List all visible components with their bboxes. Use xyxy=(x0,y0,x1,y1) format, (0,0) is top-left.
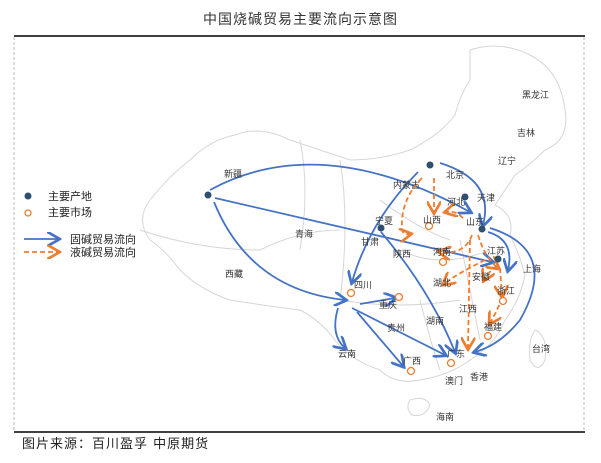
province-label: 江苏 xyxy=(487,245,505,257)
legend: 主要产地 主要市场 固碱贸易流向 液碱贸易流向 xyxy=(24,189,136,259)
liquid-flows xyxy=(402,177,506,348)
province-label: 贵州 xyxy=(387,322,405,334)
flow-sichuan-chongqing xyxy=(359,298,395,304)
market-henan xyxy=(438,257,448,267)
china-outline xyxy=(139,45,567,416)
legend-liquid: 液碱贸易流向 xyxy=(70,245,136,259)
market-zhejiang xyxy=(498,296,508,306)
flow-shandong-hubei xyxy=(444,259,486,284)
province-label: 广东 xyxy=(447,348,465,360)
site-shandong xyxy=(478,225,486,233)
site-xinjiang xyxy=(204,191,212,199)
province-label: 辽宁 xyxy=(498,155,516,167)
province-label: 上海 xyxy=(523,263,541,275)
site-neimenggu xyxy=(426,161,434,169)
province-label: 内蒙古 xyxy=(393,179,420,191)
solid-flows xyxy=(209,162,536,366)
flow-jiangsu-zhejiang xyxy=(500,267,502,296)
province-label: 北京 xyxy=(446,169,464,181)
province-label: 河北 xyxy=(447,196,465,208)
province-label: 香港 xyxy=(470,371,488,383)
figure-title: 中国烧碱贸易主要流向示意图 xyxy=(203,12,398,28)
source-note: 图片来源：百川盈孚 中原期货 xyxy=(22,437,210,452)
flow-hebei-shanxi xyxy=(446,212,464,219)
province-label: 青海 xyxy=(295,228,313,240)
production-sites xyxy=(204,161,502,263)
market-fujian xyxy=(483,331,493,341)
market-guangdong xyxy=(446,358,456,368)
province-label: 山东 xyxy=(466,216,484,228)
flow-shandong-guangdong xyxy=(475,227,536,352)
province-label: 黑龙江 xyxy=(522,89,549,101)
flow-neimenggu-sichuan xyxy=(352,171,419,282)
flow-zhejiang-fujian xyxy=(490,289,506,323)
province-label: 浙江 xyxy=(497,285,515,297)
flow-beijing-shandong xyxy=(439,162,485,225)
province-label: 重庆 xyxy=(379,299,397,311)
market-shanxi xyxy=(424,221,434,231)
province-label: 宁夏 xyxy=(375,215,393,227)
flow-sichuan-yunnan xyxy=(335,307,345,348)
market-sichuan xyxy=(346,288,356,298)
site-ningxia xyxy=(377,224,385,232)
province-label: 新疆 xyxy=(224,168,242,180)
province-label: 安徽 xyxy=(472,271,490,283)
province-label: 山西 xyxy=(423,215,441,226)
legend-market-marker xyxy=(24,209,32,217)
province-label: 河南 xyxy=(433,246,451,258)
province-label: 天津 xyxy=(477,193,495,204)
flow-jiangsu-anhui xyxy=(484,265,498,280)
province-label: 西藏 xyxy=(225,268,243,280)
province-label: 云南 xyxy=(338,348,356,360)
province-label: 甘肃 xyxy=(361,236,379,248)
market-sites xyxy=(346,221,508,376)
flow-xinjiang-shandong xyxy=(209,163,470,212)
legend-production-marker xyxy=(24,192,32,200)
province-label: 吉林 xyxy=(517,127,535,139)
province-label: 四川 xyxy=(354,281,372,291)
flow-shandong-henan xyxy=(440,234,473,252)
province-label: 澳门 xyxy=(445,375,463,387)
flow-neimenggu-shaanxi xyxy=(402,177,423,234)
site-hebei xyxy=(461,193,469,201)
province-label: 福建 xyxy=(484,321,502,333)
legend-production: 主要产地 xyxy=(48,189,92,203)
province-label: 陕西 xyxy=(393,248,411,260)
flow-ningxia-guangdong xyxy=(380,231,455,352)
province-label: 海南 xyxy=(436,411,454,423)
province-label: 湖北 xyxy=(433,278,451,289)
flow-shandong-guangdong-liquid xyxy=(468,239,470,348)
province-label: 广西 xyxy=(403,355,421,367)
legend-market: 主要市场 xyxy=(48,205,92,219)
market-chongqing xyxy=(394,292,404,302)
market-guangxi xyxy=(406,366,416,376)
flow-xinjiang-sichuan xyxy=(213,201,345,300)
province-labels: 黑龙江 吉林 辽宁 新疆 内蒙古 北京 天津 河北 山西 山东 宁夏 青海 甘肃… xyxy=(224,89,550,423)
flow-shandong-shanghai xyxy=(487,231,509,270)
province-label: 江西 xyxy=(459,304,477,315)
province-label: 台湾 xyxy=(532,343,550,355)
legend-solid: 固碱贸易流向 xyxy=(70,232,136,246)
flow-sichuan-guangdong xyxy=(351,307,445,355)
flow-sichuan-guangxi xyxy=(356,311,403,366)
site-jiangsu xyxy=(494,255,502,263)
province-label: 湖南 xyxy=(426,315,444,327)
